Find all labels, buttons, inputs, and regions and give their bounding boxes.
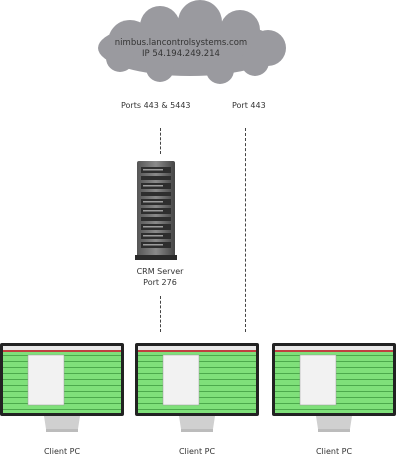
- client-pc-label-1: Client PC: [43, 447, 81, 456]
- cloud-shape: [98, 0, 286, 84]
- client-monitor-1: [0, 343, 124, 432]
- server-to-client-line: [160, 296, 161, 332]
- left-connection-label: Ports 443 & 5443: [121, 101, 191, 110]
- server-port: Port 276: [143, 278, 177, 287]
- cloud-to-server-line: [160, 128, 161, 154]
- client-monitor-3: [272, 343, 396, 432]
- client-monitor-2: [135, 343, 259, 432]
- server-name: CRM Server: [136, 267, 184, 276]
- cloud-ip-address: IP 54.194.249.214: [142, 49, 220, 59]
- client-pc-label-3: Client PC: [315, 447, 353, 456]
- cloud-hostname: nimbus.lancontrolsystems.com: [114, 38, 248, 48]
- client-pc-label-2: Client PC: [178, 447, 216, 456]
- right-connection-label: Port 443: [232, 101, 266, 110]
- server-icon: [135, 161, 177, 260]
- cloud-to-client-line: [245, 128, 246, 332]
